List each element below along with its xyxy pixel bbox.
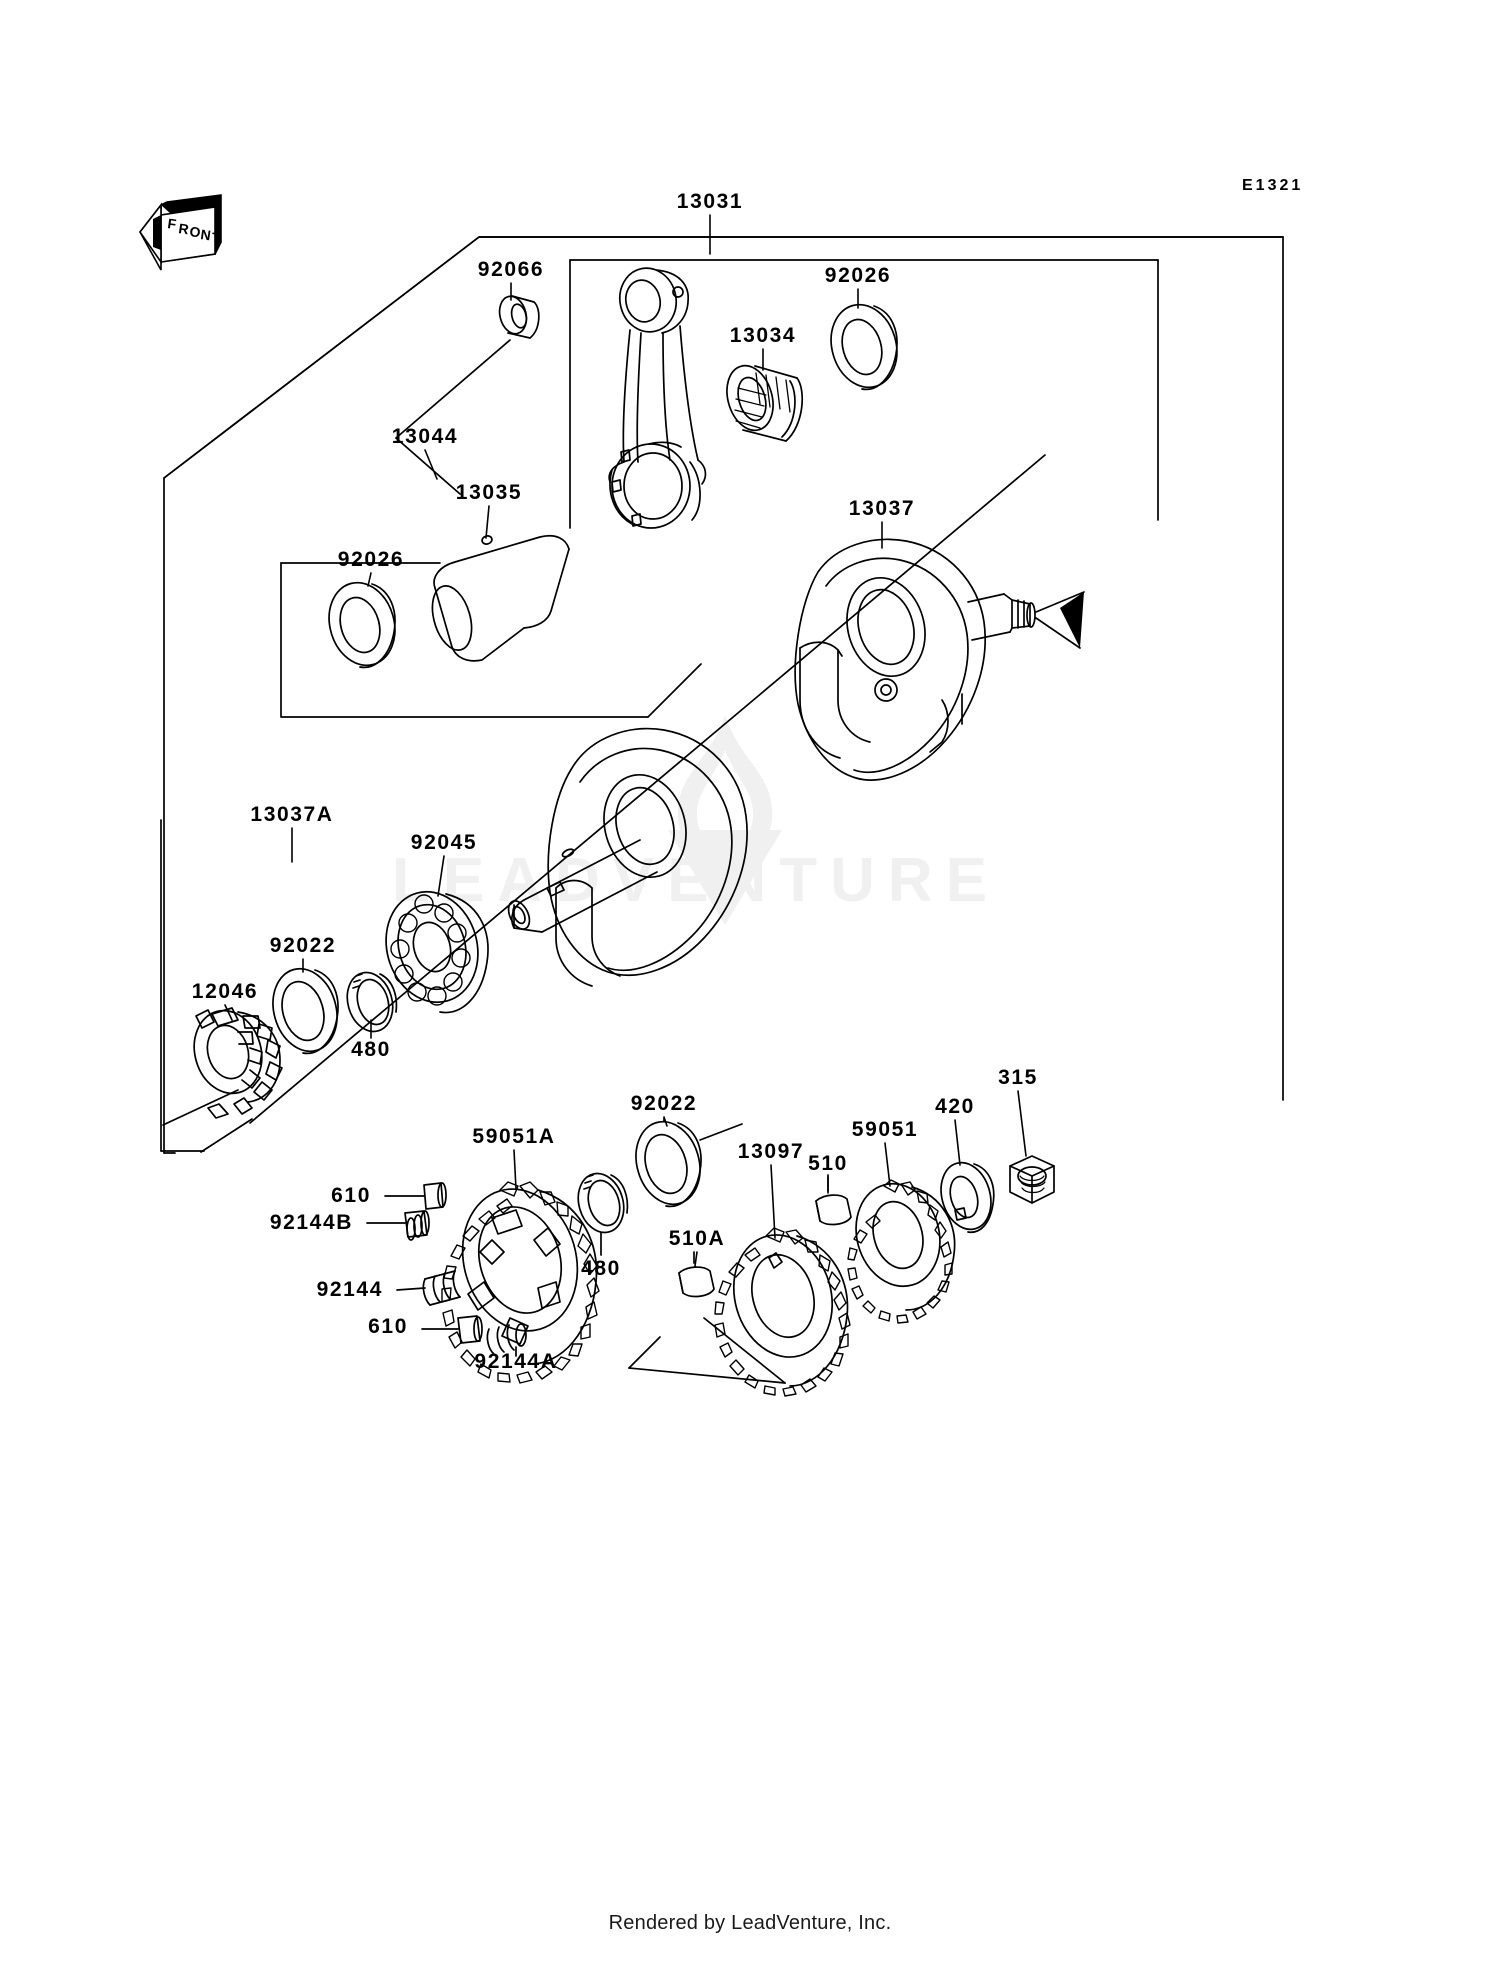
part-callout-59051a: 59051A bbox=[472, 1125, 556, 1148]
part-callout-510a: 510A bbox=[668, 1227, 726, 1250]
part-callout-59051: 59051 bbox=[851, 1118, 919, 1141]
part-callout-92066: 92066 bbox=[477, 258, 545, 281]
part-callout-13034: 13034 bbox=[729, 324, 797, 347]
svg-text:F: F bbox=[167, 215, 178, 232]
part-callout-480: 480 bbox=[351, 1038, 391, 1061]
part-callout-13037a: 13037A bbox=[250, 803, 334, 826]
part-callout-13035: 13035 bbox=[455, 481, 523, 504]
part-callout-510: 510 bbox=[808, 1152, 848, 1175]
part-callout-13097: 13097 bbox=[737, 1140, 805, 1163]
footer-attribution: Rendered by LeadVenture, Inc. bbox=[608, 1912, 892, 1934]
part-callout-92026: 92026 bbox=[824, 264, 892, 287]
part-callout-480: 480 bbox=[581, 1257, 621, 1280]
part-callout-420: 420 bbox=[935, 1095, 975, 1118]
part-callout-92144a: 92144A bbox=[474, 1350, 558, 1373]
part-callout-92045: 92045 bbox=[410, 831, 478, 854]
part-callout-92144: 92144 bbox=[316, 1278, 383, 1301]
part-callout-610: 610 bbox=[331, 1184, 371, 1207]
svg-text:R: R bbox=[178, 220, 190, 237]
diagram-id-label: E1321 bbox=[1242, 177, 1304, 194]
front-direction-badge: F R O N T bbox=[131, 192, 227, 277]
part-callout-92022: 92022 bbox=[269, 934, 337, 957]
part-callout-92022: 92022 bbox=[630, 1092, 698, 1115]
part-callout-13031: 13031 bbox=[676, 190, 744, 213]
part-callout-610: 610 bbox=[368, 1315, 408, 1338]
part-callout-92144b: 92144B bbox=[269, 1211, 353, 1234]
part-callout-12046: 12046 bbox=[191, 980, 259, 1003]
svg-text:T: T bbox=[211, 229, 222, 246]
svg-text:N: N bbox=[200, 226, 212, 243]
part-callout-13037: 13037 bbox=[848, 497, 916, 520]
part-callout-92026: 92026 bbox=[337, 548, 405, 571]
watermark-text: LEADVENTURE bbox=[392, 846, 1001, 915]
part-callout-315: 315 bbox=[998, 1066, 1038, 1089]
part-callout-13044: 13044 bbox=[391, 425, 459, 448]
svg-text:O: O bbox=[189, 223, 202, 240]
